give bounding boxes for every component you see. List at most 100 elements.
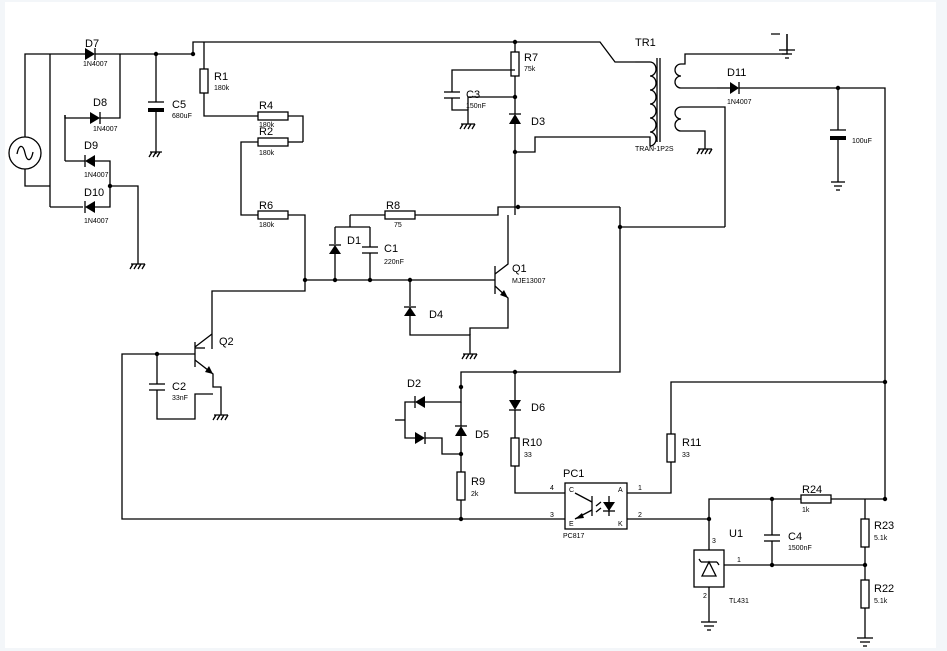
r4-value: 180k — [259, 122, 275, 129]
regulator-u1[interactable]: U1 TL431 3 1 2 — [693, 528, 865, 622]
r10-value: 33 — [524, 452, 532, 459]
capacitor-c5[interactable]: C5 680uF — [148, 54, 192, 158]
cout-value: 100uF — [852, 138, 872, 145]
c1-value: 220nF — [384, 259, 404, 266]
capacitor-c1[interactable]: C1 220nF — [362, 227, 404, 280]
pc1-pin1: 1 — [638, 485, 642, 492]
resistor-r9[interactable]: R9 2k — [456, 471, 485, 519]
resistor-r6[interactable]: R6 180k — [257, 200, 306, 280]
r7-value: 75k — [524, 66, 536, 73]
d1-ref: D1 — [347, 235, 361, 247]
r6-ref: R6 — [259, 200, 273, 212]
r2-ref: R2 — [259, 126, 273, 138]
c3-value: 150nF — [466, 103, 486, 110]
tr1-ref: TR1 — [635, 37, 656, 49]
transformer-tr1[interactable]: TR1 TRAN-1P2S — [635, 34, 788, 227]
resistor-r23[interactable]: R23 5.1k — [860, 499, 894, 580]
r11-value: 33 — [682, 452, 690, 459]
d9-value: 1N4007 — [84, 172, 109, 179]
d3-ref: D3 — [531, 116, 545, 128]
optocoupler-pc1[interactable]: C E A K 4 3 1 2 PC1 PC817 — [461, 462, 709, 540]
diode-d8[interactable]: D8 1N4007 — [64, 54, 121, 133]
diode-d2[interactable]: D2 — [404, 378, 462, 439]
pc1-ref: PC1 — [563, 468, 584, 480]
diode-d9[interactable]: D9 1N4007 — [65, 140, 111, 186]
r10-ref: R10 — [522, 437, 542, 449]
q1-ref: Q1 — [512, 263, 527, 275]
r9-ref: R9 — [471, 476, 485, 488]
d2-ref: D2 — [407, 378, 421, 390]
diode-d10[interactable]: D10 1N4007 — [50, 186, 111, 225]
diode-d6[interactable]: D6 — [509, 372, 545, 438]
capacitor-output[interactable]: 100uF — [830, 88, 872, 191]
u1-pin2: 2 — [703, 593, 707, 600]
c5-ref: C5 — [172, 99, 186, 111]
resistor-r7[interactable]: R7 75k — [510, 42, 538, 110]
r24-ref: R24 — [802, 484, 822, 496]
capacitor-c2[interactable]: C2 33nF — [149, 354, 213, 420]
diode-d5-lower[interactable] — [415, 432, 461, 455]
resistor-r10[interactable]: R10 33 — [510, 437, 565, 494]
vertical-scrollbar[interactable] — [938, 0, 947, 651]
r23-ref: R23 — [874, 520, 894, 532]
d10-ref: D10 — [84, 187, 104, 199]
u1-pin3: 3 — [712, 538, 716, 545]
r7-ref: R7 — [524, 52, 538, 64]
d11-value: 1N4007 — [727, 99, 752, 106]
resistor-r11[interactable]: R11 33 — [666, 381, 885, 463]
r1-value: 180k — [214, 85, 230, 92]
ground-secondary — [771, 33, 795, 59]
r8-value: 75 — [394, 222, 402, 229]
diode-d5[interactable]: D5 — [455, 402, 489, 472]
resistor-r2[interactable]: R2 180k — [240, 126, 303, 216]
q2-ref: Q2 — [219, 336, 234, 348]
transistor-q1[interactable]: Q1 MJE13007 — [469, 215, 546, 335]
d11-ref: D11 — [727, 67, 746, 79]
r2-value: 180k — [259, 150, 275, 157]
u1-pin1: 1 — [737, 557, 741, 564]
r1-ref: R1 — [214, 71, 228, 83]
c1-ref: C1 — [384, 243, 398, 255]
ac-source[interactable] — [8, 136, 42, 170]
r6-value: 180k — [259, 222, 275, 229]
r22-value: 5.1k — [874, 598, 888, 605]
d7-ref: D7 — [85, 38, 99, 50]
d4-ref: D4 — [429, 309, 443, 321]
transistor-q2[interactable]: Q2 — [157, 333, 234, 415]
diode-d3[interactable]: D3 — [509, 110, 545, 215]
resistor-r4[interactable]: R4 180k — [257, 100, 304, 142]
r24-value: 1k — [802, 507, 810, 514]
d8-ref: D8 — [93, 97, 107, 109]
d5-ref: D5 — [475, 429, 489, 441]
c4-value: 1500nF — [788, 545, 812, 552]
capacitor-c4[interactable]: C4 1500nF — [764, 499, 812, 565]
r9-value: 2k — [471, 491, 479, 498]
resistor-r22[interactable]: R22 5.1k — [860, 579, 894, 638]
pc1-pin2: 2 — [638, 512, 642, 519]
c2-value: 33nF — [172, 395, 188, 402]
diode-d1[interactable]: D1 — [329, 227, 361, 280]
d8-value: 1N4007 — [93, 126, 118, 133]
c4-ref: C4 — [788, 531, 802, 543]
r22-ref: R22 — [874, 583, 894, 595]
diode-d4[interactable]: D4 — [404, 280, 471, 354]
tr1-value: TRAN-1P2S — [635, 146, 674, 153]
diode-d11[interactable]: D11 1N4007 — [717, 67, 886, 382]
capacitor-c3[interactable]: C3 150nF — [444, 69, 515, 130]
pc1-value: PC817 — [563, 533, 585, 540]
pc1-c-label: C — [569, 487, 574, 494]
pc1-pin3: 3 — [550, 512, 554, 519]
pc1-e-label: E — [569, 521, 574, 528]
schematic-drawing: D7 1N4007 D8 1N4007 D9 1N4007 D10 1N4007 — [8, 33, 894, 647]
d7-value: 1N4007 — [83, 61, 108, 68]
diode-d7[interactable]: D7 1N4007 — [50, 38, 120, 68]
d9-ref: D9 — [84, 140, 98, 152]
resistor-r8[interactable]: R8 75 — [350, 200, 620, 229]
d10-value: 1N4007 — [84, 218, 109, 225]
ground-bridge — [129, 263, 146, 270]
c5-value: 680uF — [172, 113, 192, 120]
schematic-canvas: D7 1N4007 D8 1N4007 D9 1N4007 D10 1N4007 — [5, 2, 936, 648]
c3-ref: C3 — [466, 89, 480, 101]
resistor-r1[interactable]: R1 180k — [199, 42, 258, 117]
